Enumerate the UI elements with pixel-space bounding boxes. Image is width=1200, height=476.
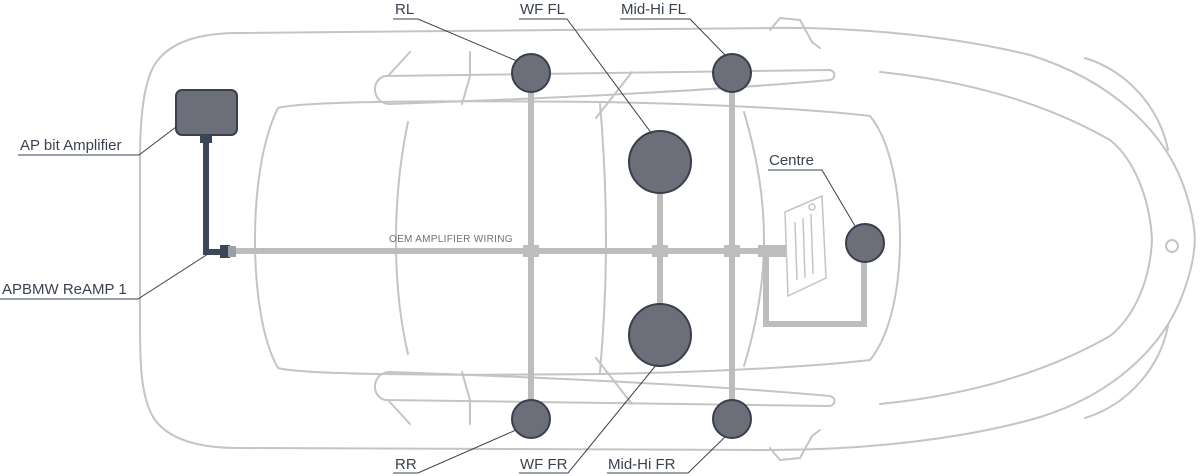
label-oem-wiring: OEM AMPLIFIER WIRING [389, 234, 513, 245]
label-rr: RR [395, 456, 417, 473]
labels: RL WF FL Mid-Hi FL AP bit Amplifier Cent… [2, 1, 814, 473]
amplifier-connector [200, 135, 212, 143]
front-accent-bottom [1084, 325, 1169, 419]
right-mirror [769, 429, 821, 461]
windshield-line [743, 111, 765, 367]
head-unit-body [784, 194, 827, 298]
amplifier-cable [203, 143, 222, 255]
leader-wf-fr [519, 363, 658, 474]
hood-line-top [879, 71, 1153, 241]
amplifier-group [175, 89, 238, 258]
front-accent-top [1084, 57, 1169, 151]
head-unit-knob [808, 203, 816, 211]
label-midhi-fl: Mid-Hi FL [621, 1, 686, 18]
speaker-centre [845, 223, 885, 263]
leader-lines [0, 18, 856, 474]
top-door-line-1 [387, 51, 411, 77]
leader-midhi-fl [620, 18, 727, 57]
car-outer-outline [139, 26, 1196, 451]
head-unit-slot-1 [794, 221, 798, 281]
speaker-midhi-fl [712, 53, 752, 93]
leader-centre [768, 169, 856, 227]
label-rl: RL [395, 1, 414, 18]
bottom-door-line-1 [387, 399, 411, 425]
label-apbmw-reamp: APBMW ReAMP 1 [2, 281, 127, 298]
bottom-window-divider-2 [595, 357, 633, 405]
car-body [139, 17, 1196, 461]
reamp-plug [228, 246, 236, 257]
label-midhi-fr: Mid-Hi FR [608, 456, 676, 473]
head-unit-slot-2 [802, 217, 806, 279]
centre-wiring-loop [763, 251, 867, 327]
speaker-midhi-fr [712, 399, 752, 439]
left-mirror [769, 17, 821, 49]
leader-apbmw-reamp [0, 253, 209, 300]
label-ap-bit-amplifier: AP bit Amplifier [20, 137, 121, 154]
junction-woofer [652, 245, 668, 257]
leader-wf-fl [519, 18, 653, 135]
leader-rr [393, 429, 517, 474]
junction-headunit [774, 245, 786, 257]
speakers [511, 53, 885, 439]
head-unit [784, 194, 827, 298]
front-emblem [1165, 239, 1179, 253]
junction-rear [523, 245, 539, 257]
junction-centre [758, 245, 774, 257]
ap-bit-amplifier-box [175, 89, 238, 136]
hood-line-bottom [879, 239, 1153, 405]
label-wf-fr: WF FR [520, 456, 568, 473]
speaker-rl [511, 53, 551, 93]
top-window-divider-1 [461, 75, 471, 105]
bottom-side-window [374, 371, 836, 407]
label-wf-fl: WF FL [520, 1, 565, 18]
reamp-connector [220, 245, 230, 258]
rear-window-line [395, 121, 409, 355]
b-pillar-line [599, 103, 607, 373]
leader-midhi-fr [607, 435, 727, 474]
top-window-divider-2 [595, 71, 633, 119]
head-unit-slot-3 [810, 213, 814, 275]
junction-midhi [724, 245, 740, 257]
top-side-window [374, 69, 836, 105]
leader-ap-bit-amplifier [18, 126, 177, 156]
wiring-junctions [523, 245, 786, 257]
leader-rl [393, 18, 518, 62]
speaker-wf-fl [628, 130, 692, 194]
speaker-rr [511, 399, 551, 439]
label-centre: Centre [769, 152, 814, 169]
speaker-wf-fr [628, 303, 692, 367]
bottom-window-divider-1 [461, 371, 471, 401]
cabin-outline [254, 100, 901, 376]
